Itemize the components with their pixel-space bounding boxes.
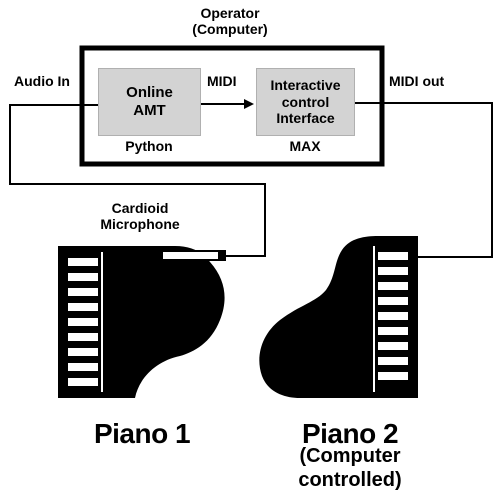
midi-label: MIDI bbox=[207, 73, 237, 89]
midi-out-wire bbox=[354, 102, 493, 258]
piano-2-icon bbox=[259, 236, 418, 398]
audio-in-label: Audio In bbox=[14, 73, 70, 89]
operator-line2: (Computer) bbox=[192, 21, 268, 38]
operator-line1: Operator bbox=[200, 5, 260, 21]
control-box-line3: Interface bbox=[276, 110, 335, 127]
control-caption: MAX bbox=[289, 138, 321, 154]
piano-2-subtitle: (Computer controlled) bbox=[270, 444, 430, 492]
control-box-line2: control bbox=[281, 93, 330, 110]
piano-2-sub2: controlled) bbox=[298, 469, 402, 491]
amt-box-line1: Online bbox=[126, 84, 173, 101]
arrow-icon bbox=[244, 99, 254, 109]
microphone-icon bbox=[161, 250, 226, 261]
amt-box: Online AMT bbox=[98, 68, 201, 136]
midi-out-label: MIDI out bbox=[389, 73, 445, 89]
amt-caption: Python bbox=[125, 138, 173, 154]
piano-2-label: Piano 2 bbox=[301, 418, 399, 449]
piano-1-icon bbox=[58, 246, 225, 398]
operator-title: Operator (Computer) bbox=[150, 5, 310, 37]
audio-in-wire bbox=[9, 104, 266, 257]
piano-1-label: Piano 1 bbox=[93, 418, 191, 449]
microphone-label: Cardioid Microphone bbox=[90, 200, 190, 232]
microphone-line2: Microphone bbox=[100, 216, 180, 233]
control-interface-box: Interactive control Interface bbox=[256, 68, 355, 136]
piano-2-sub1: (Computer bbox=[299, 445, 401, 467]
control-box-line1: Interactive bbox=[270, 76, 341, 93]
microphone-line1: Cardioid bbox=[111, 200, 169, 216]
amt-box-line2: AMT bbox=[133, 102, 166, 119]
